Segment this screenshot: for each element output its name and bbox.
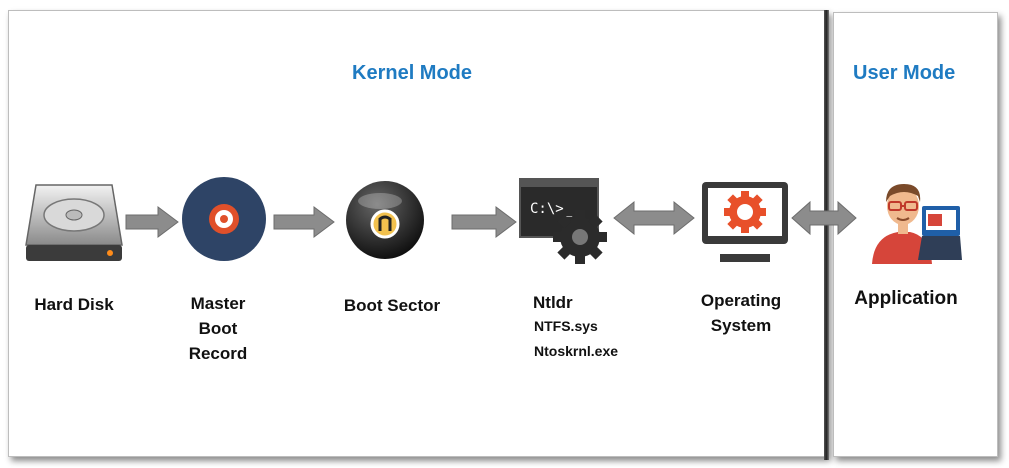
mbr-label-line1: Master (190, 294, 246, 313)
mbr-label-line2: Boot (198, 319, 238, 338)
kernel-mode-title: Kernel Mode (352, 62, 473, 84)
mbr-label: Master Boot Record (166, 291, 270, 366)
user-laptop-icon (872, 184, 962, 264)
ntoskrnl-label: Ntoskrnl.exe (534, 343, 619, 359)
mbr-label-line3: Record (188, 344, 248, 363)
ntldr-label: Ntldr (533, 293, 573, 312)
bidirectional-arrow-icon (791, 200, 857, 236)
arrow-right-icon (125, 206, 179, 238)
terminal-gear-icon: C:\>_ (519, 178, 607, 264)
monitor-gear-icon (702, 182, 788, 262)
hard-disk-label: Hard Disk (34, 295, 114, 314)
arrow-right-icon (273, 206, 335, 238)
mode-divider (824, 10, 829, 460)
os-label: Operating System (684, 288, 798, 338)
hard-disk-icon (25, 184, 123, 261)
boot-disk-icon (346, 181, 424, 259)
boot-sector-label: Boot Sector (343, 296, 441, 315)
ntfs-sys-label: NTFS.sys (534, 318, 598, 334)
os-label-line2: System (710, 316, 772, 335)
application-label: Application (854, 288, 958, 309)
user-mode-title: User Mode (853, 62, 956, 84)
disc-icon (182, 177, 266, 261)
os-label-line1: Operating (700, 291, 782, 310)
bidirectional-arrow-icon (613, 200, 695, 236)
terminal-prompt: C:\>_ (530, 201, 573, 217)
arrow-right-icon (451, 206, 517, 238)
